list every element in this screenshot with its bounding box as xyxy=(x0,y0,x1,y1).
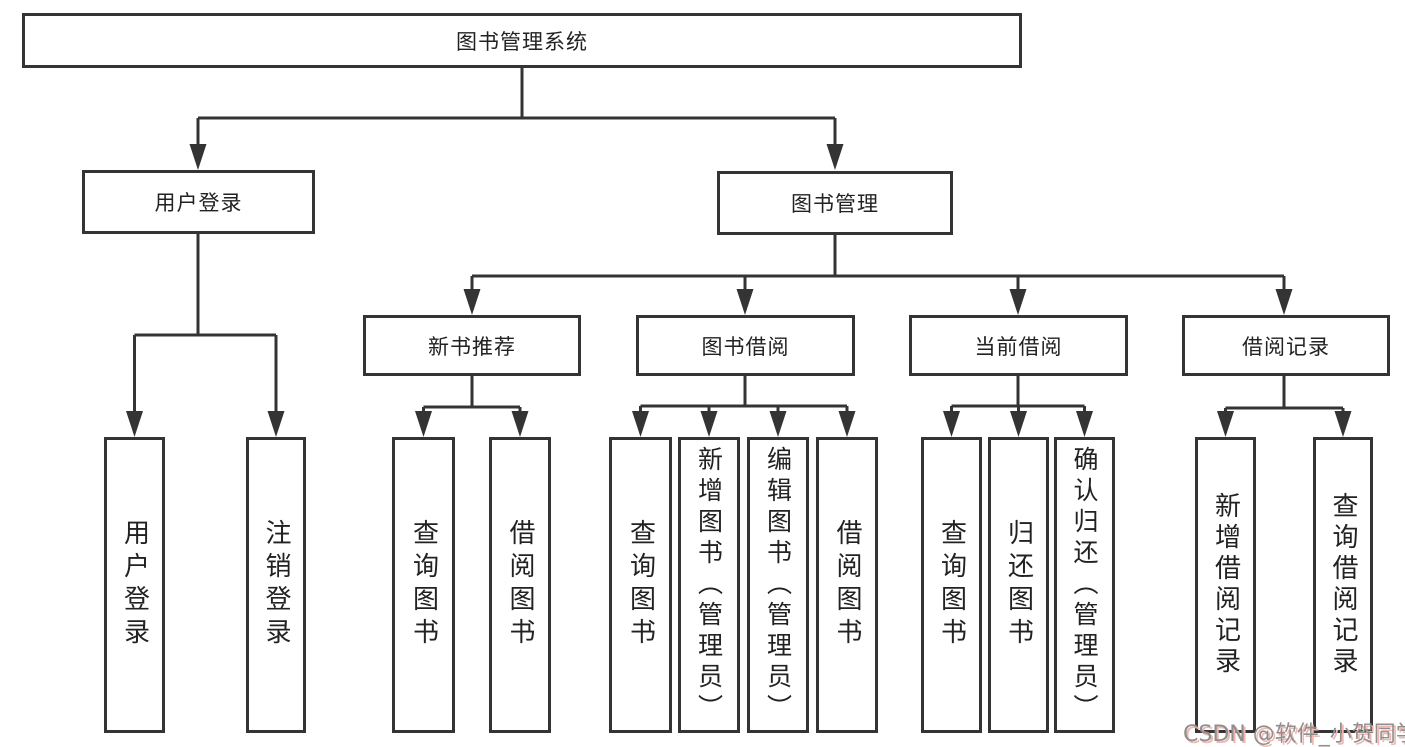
leaf-query-book-borrowing-label: 查询图书 xyxy=(625,519,656,651)
leaf-add-book-admin: 新增图书（管理员） xyxy=(678,437,740,733)
arrowheads xyxy=(126,144,1352,437)
leaf-query-borrow-record: 查询借阅记录 xyxy=(1313,437,1373,733)
node-library-system: 图书管理系统 xyxy=(22,13,1022,68)
leaf-logout: 注销登录 xyxy=(246,437,306,733)
node-new-book-recommend-label: 新书推荐 xyxy=(428,334,516,359)
leaf-logout-label: 注销登录 xyxy=(261,519,291,651)
node-borrow-records: 借阅记录 xyxy=(1182,315,1390,376)
node-borrow-records-label: 借阅记录 xyxy=(1242,334,1330,359)
leaf-add-borrow-record-label: 新增借阅记录 xyxy=(1210,492,1241,678)
leaf-edit-book-admin-label: 编辑图书（管理员） xyxy=(763,445,793,725)
node-new-book-recommend: 新书推荐 xyxy=(363,315,581,376)
leaf-query-book-current: 查询图书 xyxy=(921,437,982,733)
leaf-confirm-return-admin-label: 确认归还（管理员） xyxy=(1070,445,1099,725)
leaf-query-borrow-record-label: 查询借阅记录 xyxy=(1328,492,1358,678)
leaf-user-login-label: 用户登录 xyxy=(119,519,150,651)
leaf-add-book-admin-label: 新增图书（管理员） xyxy=(694,445,724,725)
csdn-watermark: CSDN @软件_小贺同学 xyxy=(1183,722,1405,747)
node-book-borrowing: 图书借阅 xyxy=(636,315,855,376)
leaf-query-book-recommend-label: 查询图书 xyxy=(408,519,439,651)
node-book-management-label: 图书管理 xyxy=(791,192,879,216)
leaf-add-borrow-record: 新增借阅记录 xyxy=(1195,437,1256,733)
leaf-borrow-book-recommend: 借阅图书 xyxy=(489,437,551,733)
leaf-borrow-book-recommend-label: 借阅图书 xyxy=(505,519,535,651)
node-library-system-label: 图书管理系统 xyxy=(456,29,588,54)
leaf-confirm-return-admin: 确认归还（管理员） xyxy=(1054,437,1115,733)
leaf-query-book-recommend: 查询图书 xyxy=(392,437,455,733)
leaf-edit-book-admin: 编辑图书（管理员） xyxy=(747,437,809,733)
leaf-borrow-book-borrowing: 借阅图书 xyxy=(816,437,878,733)
leaf-user-login: 用户登录 xyxy=(104,437,165,733)
node-book-borrowing-label: 图书借阅 xyxy=(701,334,790,359)
node-current-borrowing: 当前借阅 xyxy=(909,315,1128,376)
leaf-query-book-current-label: 查询图书 xyxy=(936,519,967,651)
node-book-management: 图书管理 xyxy=(717,171,953,235)
node-current-borrowing-label: 当前借阅 xyxy=(974,334,1063,359)
node-user-login-label: 用户登录 xyxy=(154,191,243,215)
leaf-query-book-borrowing: 查询图书 xyxy=(609,437,672,733)
leaf-return-book: 归还图书 xyxy=(988,437,1049,733)
leaf-borrow-book-borrowing-label: 借阅图书 xyxy=(832,519,862,651)
node-user-login: 用户登录 xyxy=(82,170,315,234)
leaf-return-book-label: 归还图书 xyxy=(1003,519,1034,651)
